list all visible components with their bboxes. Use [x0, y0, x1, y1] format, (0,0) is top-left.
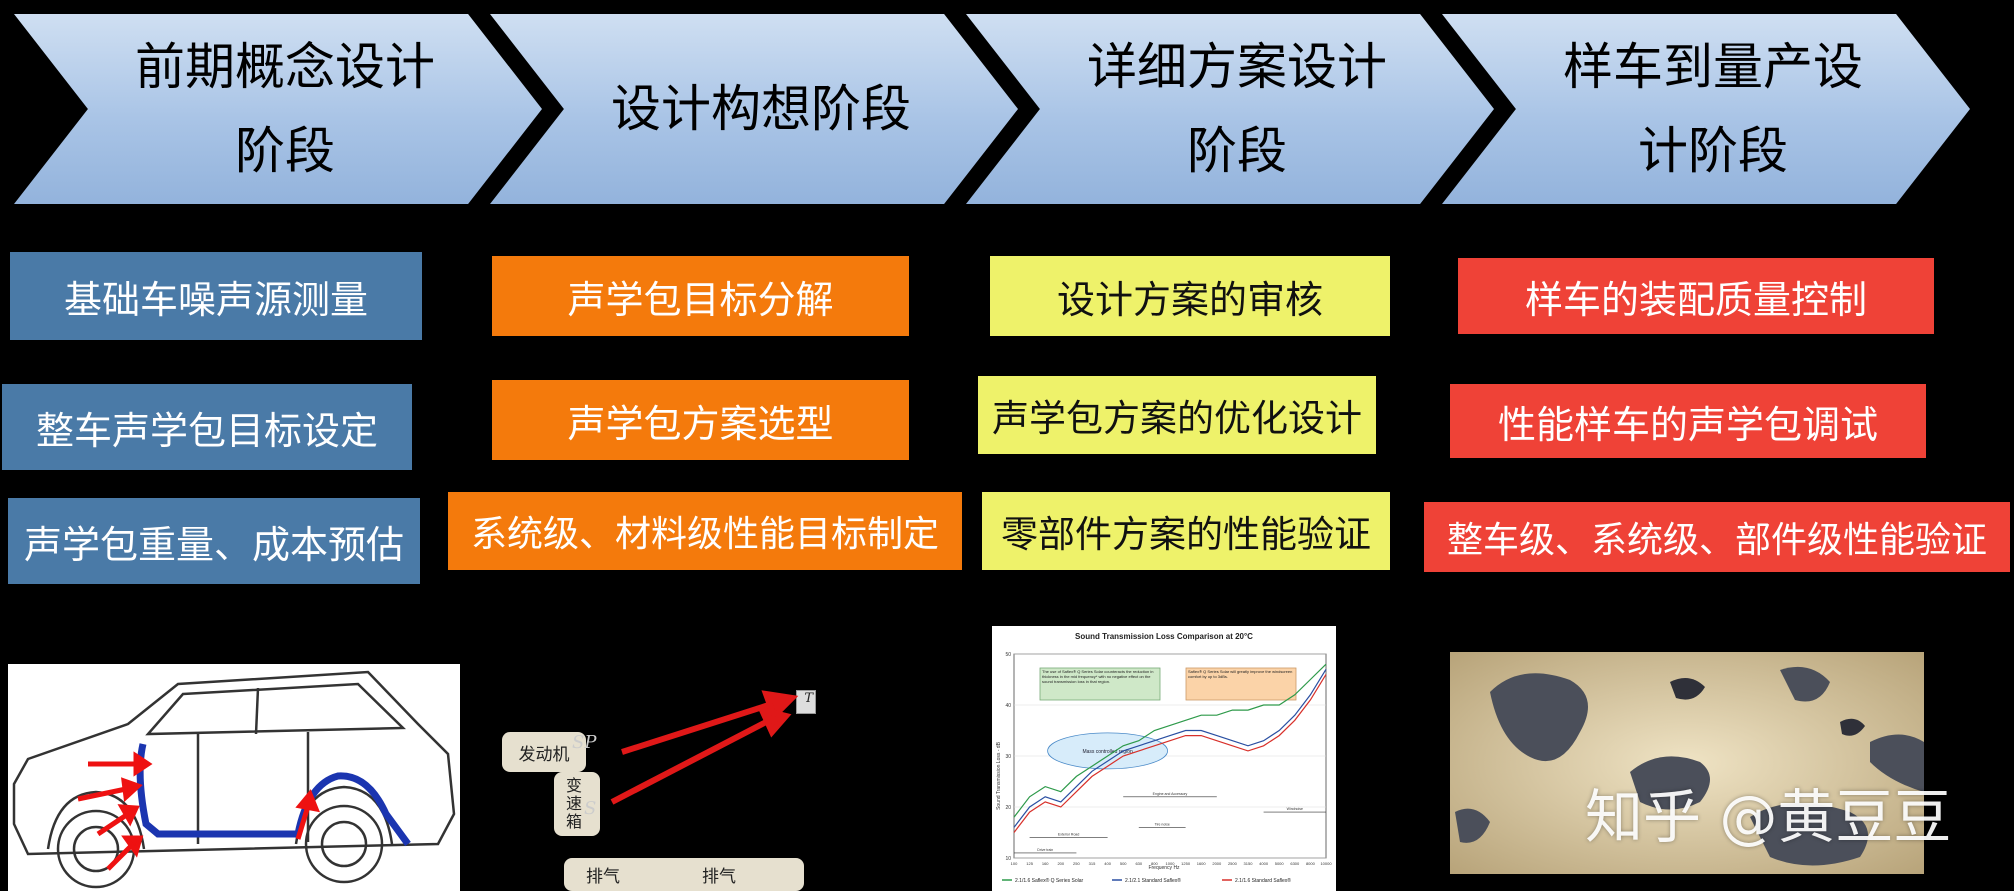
- car-drawing: [12, 670, 456, 889]
- x-tick-label: 1600: [1197, 861, 1207, 866]
- x-tick-label: 8000: [1306, 861, 1316, 866]
- mass-region: [1047, 732, 1168, 770]
- noise-path-diagram: 发动机 变速箱 排气 排气 SP S T: [480, 680, 840, 891]
- legend-label: 2.1/1.6 Saflex® Q Series Solar: [1015, 877, 1083, 884]
- x-tick-label: 400: [1104, 861, 1111, 866]
- car-outline-image: [8, 664, 460, 891]
- series-line: [1013, 663, 1327, 818]
- watermark: 知乎 @黄豆豆: [1585, 783, 1952, 851]
- mass-region-label: Mass controlled region: [1082, 749, 1133, 755]
- task-box: 整车级、系统级、部件级性能验证: [1424, 502, 2010, 572]
- gearbox-label: 变速箱: [554, 772, 600, 836]
- x-tick-label: 3150: [1244, 861, 1254, 866]
- range-label: Drive train: [1037, 848, 1053, 852]
- x-tick-label: 2500: [1228, 861, 1238, 866]
- x-tick-label: 160: [1042, 861, 1049, 866]
- x-tick-label: 2000: [1212, 861, 1222, 866]
- stl-chart: Sound Transmission Loss Comparison at 20…: [992, 626, 1336, 891]
- target-box: T: [796, 690, 816, 714]
- chart-annotation-right: Saflex® Q Series Solar will greatly impr…: [1188, 669, 1293, 679]
- stage-title-2: 设计构想阶段: [611, 80, 911, 138]
- chart-annotation-left: The use of Saflex® Q Series Solar counte…: [1042, 669, 1154, 684]
- task-box: 整车声学包目标设定: [2, 384, 412, 470]
- task-box: 声学包方案选型: [492, 380, 909, 460]
- range-label: Windnoise: [1287, 807, 1303, 811]
- stage-chevron-1: 前期概念设计阶段: [14, 14, 542, 204]
- x-tick-label: 250: [1073, 861, 1080, 866]
- stage-chevron-2: 设计构想阶段: [490, 14, 1018, 204]
- task-box: 零部件方案的性能验证: [982, 492, 1390, 570]
- x-tick-label: 1000: [1166, 861, 1176, 866]
- stage-title-1: 前期概念设计阶段: [135, 38, 435, 180]
- source-path-label-1: SP: [572, 732, 597, 753]
- y-tick-label: 10: [1005, 856, 1011, 862]
- x-tick-label: 200: [1057, 861, 1064, 866]
- stage-chevron-4: 样车到量产设计阶段: [1442, 14, 1970, 204]
- x-tick-label: 5000: [1275, 861, 1285, 866]
- y-axis-label: Sound Transmission Loss - dB: [996, 741, 1002, 809]
- exhaust-label-2: 排气: [702, 867, 736, 887]
- task-box: 设计方案的审核: [990, 256, 1390, 336]
- range-label: Exterior Road: [1058, 833, 1079, 837]
- legend-label: 2.1/1.6 Standard Saflex®: [1235, 877, 1291, 884]
- stl-chart-svg: Sound Transmission Loss Comparison at 20…: [996, 632, 1332, 884]
- source-path-label-2: S: [584, 798, 597, 819]
- y-tick-label: 20: [1005, 805, 1011, 811]
- x-tick-label: 4000: [1259, 861, 1269, 866]
- x-tick-label: 1250: [1181, 861, 1191, 866]
- stage-chevron-3: 详细方案设计阶段: [966, 14, 1494, 204]
- x-tick-label: 6300: [1290, 861, 1300, 866]
- task-box: 样车的装配质量控制: [1458, 258, 1934, 334]
- x-tick-label: 100: [1011, 861, 1018, 866]
- x-tick-label: 800: [1151, 861, 1158, 866]
- legend-label: 2.1/2.1 Standard Saflex®: [1125, 877, 1181, 884]
- x-tick-label: 630: [1135, 861, 1142, 866]
- x-axis-label: Frequency Hz: [1148, 865, 1180, 871]
- foam-photo-drawing: [1450, 652, 1924, 874]
- y-tick-label: 30: [1005, 754, 1011, 760]
- exhaust-label-1: 排气: [586, 867, 620, 887]
- foam-photo: [1450, 652, 1924, 874]
- task-box: 声学包方案的优化设计: [978, 376, 1376, 454]
- series-line: [1013, 674, 1327, 833]
- task-box: 性能样车的声学包调试: [1450, 384, 1926, 458]
- y-tick-label: 50: [1005, 652, 1011, 658]
- y-tick-label: 40: [1005, 703, 1011, 709]
- engine-label: 发动机: [502, 732, 586, 772]
- task-box: 声学包重量、成本预估: [8, 498, 420, 584]
- task-box: 声学包目标分解: [492, 256, 909, 336]
- task-box: 系统级、材料级性能目标制定: [448, 492, 962, 570]
- chart-title: Sound Transmission Loss Comparison at 20…: [1075, 632, 1253, 641]
- series-line: [1013, 668, 1327, 828]
- stage-title-3: 详细方案设计阶段: [1087, 38, 1387, 180]
- exhaust-bar: 排气 排气: [564, 858, 804, 891]
- x-tick-label: 10000: [1320, 861, 1332, 866]
- x-tick-label: 125: [1026, 861, 1033, 866]
- x-tick-label: 500: [1120, 861, 1127, 866]
- task-box: 基础车噪声源测量: [10, 252, 422, 340]
- path-arrows: [610, 690, 799, 805]
- x-tick-label: 315: [1089, 861, 1096, 866]
- stage-title-4: 样车到量产设计阶段: [1563, 38, 1863, 180]
- range-label: Tire noise: [1155, 822, 1170, 826]
- range-label: Engine and Accessory: [1153, 792, 1188, 796]
